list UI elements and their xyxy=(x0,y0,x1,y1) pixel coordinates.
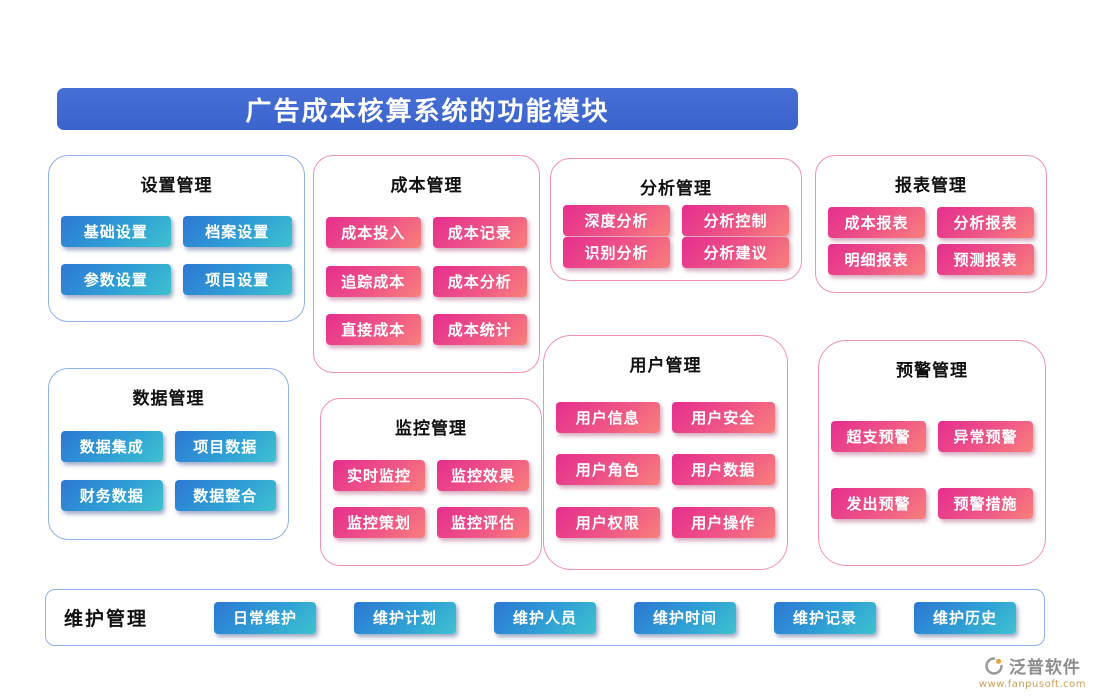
module-item-button[interactable]: 预警措施 xyxy=(938,488,1033,519)
module-card-monitor: 监控管理 实时监控 监控效果 监控策划 监控评估 xyxy=(320,398,542,566)
module-item-button[interactable]: 分析建议 xyxy=(682,237,789,269)
module-item-button[interactable]: 参数设置 xyxy=(61,263,171,295)
module-item-button[interactable]: 数据整合 xyxy=(174,480,276,511)
module-title: 数据管理 xyxy=(132,389,205,409)
module-item-button[interactable]: 基础设置 xyxy=(61,216,171,248)
module-title: 用户管理 xyxy=(629,356,702,376)
module-title: 设置管理 xyxy=(140,176,213,196)
module-item-button[interactable]: 项目数据 xyxy=(174,431,276,462)
module-item-button[interactable]: 分析控制 xyxy=(682,204,789,236)
module-grid: 实时监控 监控效果 监控策划 监控评估 xyxy=(321,439,541,565)
maintenance-item-button[interactable]: 维护记录 xyxy=(774,601,876,634)
module-item-button[interactable]: 追踪成本 xyxy=(326,265,421,297)
module-card-user: 用户管理 用户信息 用户安全 用户角色 用户数据 用户权限 用户操作 xyxy=(543,335,788,570)
module-item-button[interactable]: 明细报表 xyxy=(828,244,925,276)
module-item-button[interactable]: 成本报表 xyxy=(828,206,925,238)
maintenance-item-button[interactable]: 维护计划 xyxy=(354,601,456,634)
module-grid: 成本投入 成本记录 追踪成本 成本分析 直接成本 成本统计 xyxy=(314,196,539,372)
module-item-button[interactable]: 用户信息 xyxy=(556,401,660,433)
module-card-data: 数据管理 数据集成 项目数据 财务数据 数据整合 xyxy=(48,368,289,540)
title-banner: 广告成本核算系统的功能模块 xyxy=(57,88,798,130)
module-item-button[interactable]: 监控效果 xyxy=(437,459,529,491)
brand-url: www.fanpusoft.com xyxy=(978,679,1086,690)
module-title: 分析管理 xyxy=(640,179,712,199)
module-item-button[interactable]: 监控策划 xyxy=(333,507,425,539)
page-title: 广告成本核算系统的功能模块 xyxy=(245,96,610,127)
module-item-button[interactable]: 财务数据 xyxy=(61,480,163,511)
module-title: 报表管理 xyxy=(895,176,967,196)
module-item-button[interactable]: 用户安全 xyxy=(671,401,775,433)
module-item-button[interactable]: 档案设置 xyxy=(182,216,292,248)
module-item-button[interactable]: 超支预警 xyxy=(831,421,926,452)
module-grid: 超支预警 异常预警 发出预警 预警措施 xyxy=(819,381,1045,565)
module-item-button[interactable]: 监控评估 xyxy=(437,507,529,539)
maintenance-title: 维护管理 xyxy=(64,608,149,630)
module-item-button[interactable]: 识别分析 xyxy=(563,237,670,269)
module-grid: 深度分析 分析控制 识别分析 分析建议 xyxy=(551,199,801,280)
module-item-button[interactable]: 发出预警 xyxy=(831,488,926,519)
module-item-button[interactable]: 用户角色 xyxy=(556,454,660,485)
maintenance-item-button[interactable]: 日常维护 xyxy=(214,601,316,634)
maintenance-item-button[interactable]: 维护历史 xyxy=(914,601,1016,634)
fanpu-logo-icon xyxy=(984,656,1004,676)
module-item-button[interactable]: 实时监控 xyxy=(333,459,425,491)
module-grid: 数据集成 项目数据 财务数据 数据整合 xyxy=(49,409,288,539)
module-item-button[interactable]: 成本分析 xyxy=(432,265,527,297)
module-item-button[interactable]: 成本投入 xyxy=(326,217,421,249)
brand-name: 泛普软件 xyxy=(1008,658,1081,678)
module-title: 成本管理 xyxy=(390,176,463,196)
module-item-button[interactable]: 深度分析 xyxy=(563,204,670,236)
module-card-analysis: 分析管理 深度分析 分析控制 识别分析 分析建议 xyxy=(550,158,802,281)
module-item-button[interactable]: 直接成本 xyxy=(326,313,421,345)
module-item-button[interactable]: 用户权限 xyxy=(556,506,660,538)
module-item-button[interactable]: 异常预警 xyxy=(938,421,1033,452)
module-card-settings: 设置管理 基础设置 档案设置 参数设置 项目设置 xyxy=(48,155,305,322)
module-item-button[interactable]: 用户数据 xyxy=(671,454,775,485)
maintenance-items: 日常维护 维护计划 维护人员 维护时间 维护记录 维护历史 xyxy=(214,601,1016,634)
module-item-button[interactable]: 分析报表 xyxy=(937,206,1034,238)
module-card-warning: 预警管理 超支预警 异常预警 发出预警 预警措施 xyxy=(818,340,1046,566)
maintenance-item-button[interactable]: 维护时间 xyxy=(634,601,736,634)
module-grid: 用户信息 用户安全 用户角色 用户数据 用户权限 用户操作 xyxy=(544,376,787,569)
footer-brand: 泛普软件 www.fanpusoft.com xyxy=(979,653,1086,690)
module-card-cost: 成本管理 成本投入 成本记录 追踪成本 成本分析 直接成本 成本统计 xyxy=(313,155,540,373)
module-item-button[interactable]: 成本统计 xyxy=(432,313,527,345)
maintenance-bar: 维护管理 日常维护 维护计划 维护人员 维护时间 维护记录 维护历史 xyxy=(45,589,1045,646)
module-grid: 成本报表 分析报表 明细报表 预测报表 xyxy=(816,196,1046,292)
module-card-report: 报表管理 成本报表 分析报表 明细报表 预测报表 xyxy=(815,155,1047,293)
module-item-button[interactable]: 成本记录 xyxy=(432,217,527,249)
module-title: 预警管理 xyxy=(896,361,968,381)
module-item-button[interactable]: 预测报表 xyxy=(937,244,1034,276)
module-item-button[interactable]: 项目设置 xyxy=(182,263,292,295)
module-grid: 基础设置 档案设置 参数设置 项目设置 xyxy=(49,196,304,321)
module-item-button[interactable]: 用户操作 xyxy=(671,506,775,538)
module-title: 监控管理 xyxy=(395,419,467,439)
maintenance-item-button[interactable]: 维护人员 xyxy=(494,601,596,634)
module-item-button[interactable]: 数据集成 xyxy=(61,431,163,462)
